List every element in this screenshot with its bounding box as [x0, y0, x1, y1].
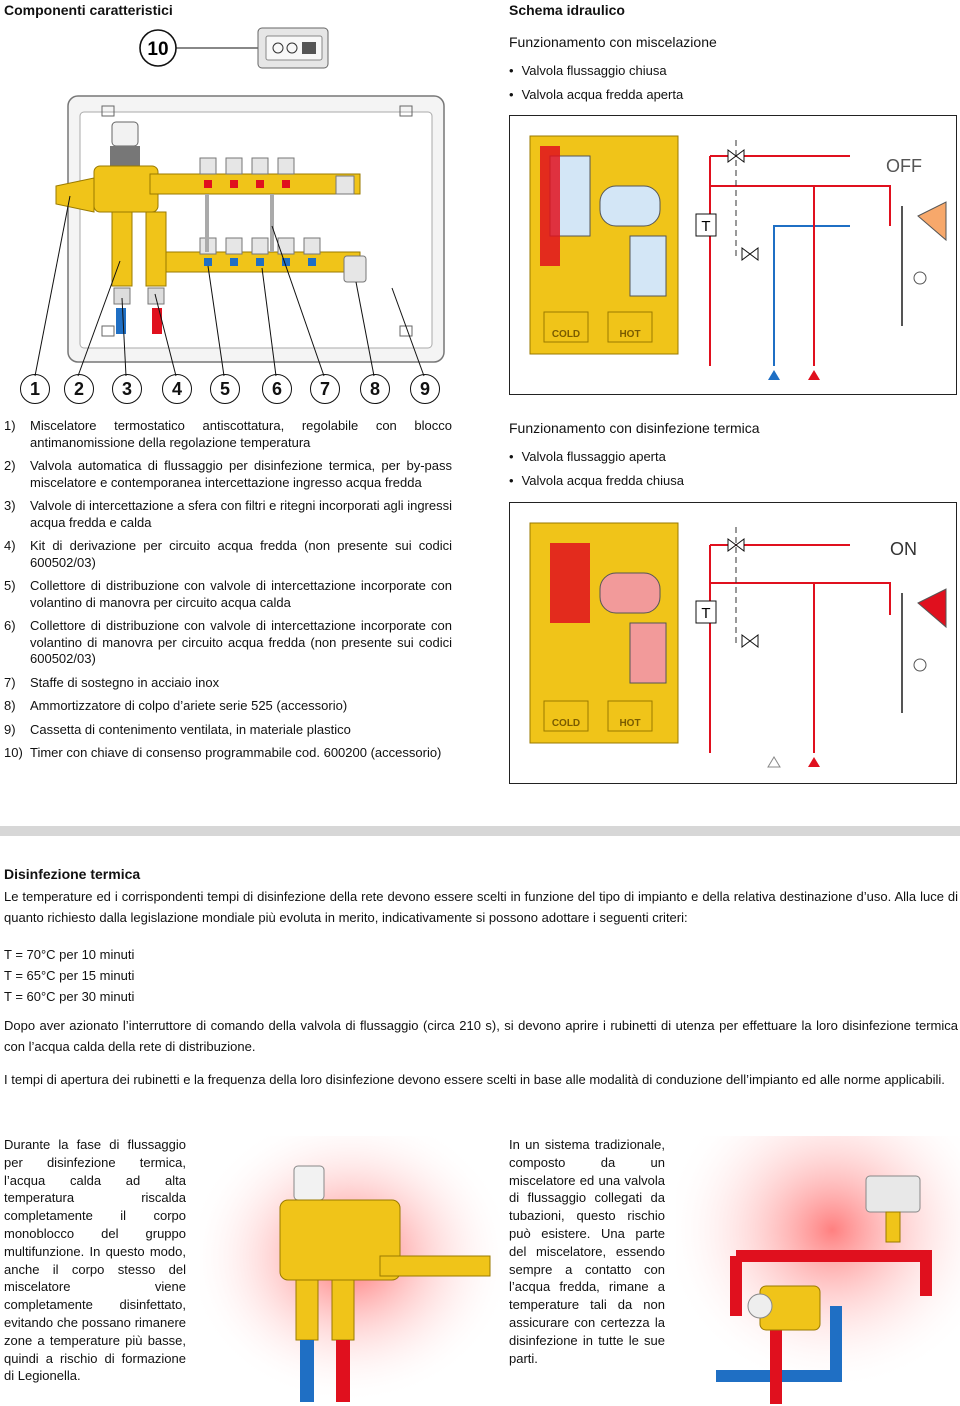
integrated-mixer-illustration [200, 1136, 500, 1404]
shower-head-icon [917, 588, 947, 629]
mode2-timer-state: ON [890, 539, 917, 559]
traditional-system-illustration [676, 1136, 960, 1404]
mode1-bullet-2: Valvola acqua fredda aperta [509, 87, 684, 102]
mode1-schematic: COLD HOT T [529, 135, 947, 380]
svg-text:COLD: COLD [552, 718, 580, 729]
list-item: 6)Collettore di distribuzione con valvol… [4, 618, 452, 666]
criteria-item: T = 65°C per 15 minuti [4, 968, 135, 983]
components-list: 1)Miscelatore termostatico antiscottatur… [4, 418, 452, 769]
left-section-title: Componenti caratteristici [4, 2, 173, 18]
bottom-left-text: Durante la fase di flussaggio per disinf… [4, 1137, 186, 1384]
callout-1: 1 [20, 374, 50, 404]
callout-2: 2 [64, 374, 94, 404]
timer-number: 10 [147, 39, 168, 60]
right-section-title: Schema idraulico [509, 2, 625, 18]
shower-head-icon [917, 201, 947, 242]
list-item: 9)Cassetta di contenimento ventilata, in… [4, 721, 351, 737]
mode1-bullet-1: Valvola flussaggio chiusa [509, 63, 667, 78]
svg-text:HOT: HOT [619, 329, 640, 340]
tap-icon [913, 271, 927, 285]
disinfection-p3: I tempi di apertura dei rubinetti e la f… [4, 1072, 945, 1087]
svg-text:COLD: COLD [552, 329, 580, 340]
mode1-timer-state: OFF [886, 156, 922, 176]
mode2-schematic: COLD HOT T [529, 522, 947, 768]
list-item: 8)Ammortizzatore di colpo d’ariete serie… [4, 698, 348, 713]
mode2-bullet-2: Valvola acqua fredda chiusa [509, 473, 684, 488]
disinfection-p1: Le temperature ed i corrispondenti tempi… [4, 889, 958, 925]
list-item: 7)Staffe di sostegno in acciaio inox [4, 674, 220, 690]
callout-6: 6 [262, 374, 292, 404]
mode1-t-label: T [701, 218, 710, 235]
bottom-right-text: In un sistema tradizionale, composto da … [509, 1137, 665, 1366]
section-divider [0, 826, 960, 836]
callout-9: 9 [410, 374, 440, 404]
mode1-schematic-box: COLD HOT T OFF [509, 115, 957, 395]
mode2-bullet-1: Valvola flussaggio aperta [509, 449, 666, 464]
list-item: 4)Kit di derivazione per circuito acqua … [4, 538, 452, 570]
callout-4: 4 [162, 374, 192, 404]
callout-8: 8 [360, 374, 390, 404]
list-item: 1)Miscelatore termostatico antiscottatur… [4, 418, 452, 450]
mode2-schematic-box: COLD HOT T ON [509, 502, 957, 784]
svg-text:HOT: HOT [619, 718, 640, 729]
list-item: 3)Valvole di intercettazione a sfera con… [4, 498, 452, 530]
criteria-list: T = 70°C per 10 minuti T = 65°C per 15 m… [4, 944, 134, 1007]
manifold-illustration: 10 [34, 27, 445, 377]
list-item: 10)Timer con chiave di consenso programm… [4, 745, 442, 760]
mode2-t-label: T [701, 605, 710, 622]
callout-5: 5 [210, 374, 240, 404]
list-item: 2)Valvola automatica di flussaggio per d… [4, 458, 452, 490]
mode1-title: Funzionamento con miscelazione [509, 34, 717, 50]
disinfection-p2: Dopo aver azionato l’interruttore di com… [4, 1018, 958, 1054]
list-item: 5)Collettore di distribuzione con valvol… [4, 578, 452, 610]
criteria-item: T = 60°C per 30 minuti [4, 989, 135, 1004]
callout-7: 7 [310, 374, 340, 404]
disinfection-title: Disinfezione termica [4, 866, 141, 882]
mode2-title: Funzionamento con disinfezione termica [509, 420, 760, 436]
callout-3: 3 [112, 374, 142, 404]
criteria-item: T = 70°C per 10 minuti [4, 947, 135, 962]
tap-icon [913, 658, 927, 672]
